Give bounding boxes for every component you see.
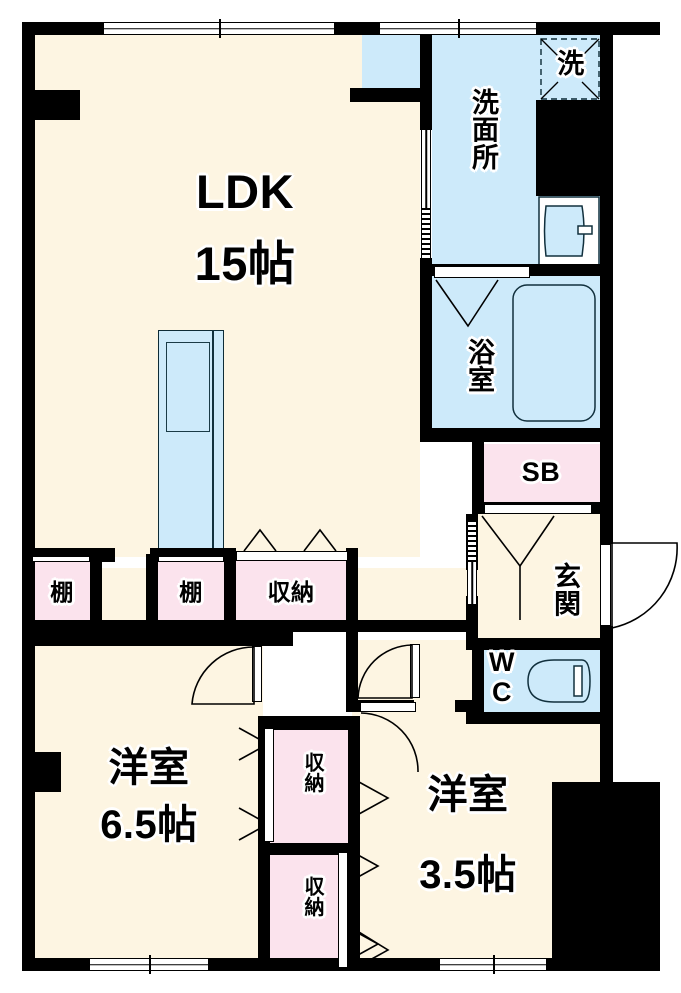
bedroom2-closet-chevrons (358, 781, 390, 967)
shelf-left-door-panel[interactable] (32, 556, 90, 562)
storage-closet-bed1-lower-floor (270, 852, 348, 968)
wall-east-mid (600, 630, 613, 971)
storage-shoe-box-floor (484, 444, 600, 502)
wall-washroom-south-stub (350, 88, 432, 102)
wall-closet-bed1-north (258, 716, 360, 730)
washing-machine-space (540, 38, 600, 100)
window-top-left[interactable] (104, 19, 334, 38)
wall-east-door-jamb-top (600, 530, 613, 544)
wall-east-outer-bottom (613, 782, 660, 971)
room-ldk-floor (35, 22, 420, 557)
wall-bathroom-south (420, 428, 600, 442)
entrance-door-panel[interactable] (600, 544, 611, 626)
ldk-sliding-door[interactable] (421, 130, 431, 208)
hall-door-swing (357, 644, 413, 699)
wall-closet-bed1-mid (258, 843, 360, 855)
wall-shelf-mid-east (224, 554, 236, 628)
closet-ldk-door-panel[interactable] (236, 551, 348, 561)
bedroom1-door-swing (191, 646, 255, 705)
wall-west (22, 22, 35, 971)
room-bedroom1-floor (35, 645, 263, 971)
wall-hatched-strip-2 (467, 520, 477, 562)
bathroom-door-panel[interactable] (434, 266, 530, 278)
wall-east-upper (600, 22, 613, 538)
wall-toilet-south (466, 712, 600, 724)
bedroom2-door-swing (360, 712, 419, 773)
wall-bathroom-west (420, 276, 432, 442)
kitchen-sink (166, 342, 210, 432)
closet-bed1-upper-door-panel[interactable] (264, 728, 274, 842)
wall-shoebox-west (472, 442, 484, 514)
bathroom-door-swing (435, 279, 499, 328)
shelf-mid-door-panel[interactable] (158, 556, 224, 562)
storage-shelf-left-floor (32, 560, 90, 628)
pillar-bedroom1-west (35, 752, 61, 792)
wall-hatched-strip (421, 208, 431, 260)
bedroom2-door-panel[interactable] (360, 702, 416, 712)
closet-bed1-lower-door-panel[interactable] (338, 852, 348, 968)
wall-bedroom2-north-2 (455, 700, 478, 712)
storage-shelf-mid-floor (158, 560, 224, 628)
window-bottom-left[interactable] (90, 955, 208, 974)
window-top-right[interactable] (380, 19, 536, 38)
wall-hall-west (346, 632, 358, 712)
wall-shelf-left-east (90, 554, 102, 628)
wall-east-outer-top (613, 22, 660, 35)
window-bottom-right[interactable] (440, 955, 546, 974)
entrance-hall-sliding-door[interactable] (467, 562, 477, 604)
pillar-ldk-northwest (35, 90, 80, 120)
entrance-folding-lines (481, 515, 555, 620)
pillar-bedroom2-east (552, 782, 600, 958)
hall-door-panel[interactable] (410, 644, 420, 698)
bedroom1-door-panel[interactable] (252, 646, 262, 702)
wall-shelf-mid-west (146, 554, 158, 628)
entrance-door-swing (611, 542, 678, 629)
storage-closet-ldk-floor (236, 560, 346, 628)
wall-bedroom1-north (35, 632, 293, 646)
wall-closet-ldk-east (346, 548, 358, 628)
bathtub (512, 284, 596, 422)
hallway-floor-3 (420, 640, 480, 700)
shoebox-door-panel[interactable] (484, 504, 592, 514)
wall-ldk-washroom-top (420, 35, 432, 130)
wall-storage-row-south (35, 620, 358, 632)
toilet-bowl (527, 659, 591, 703)
storage-closet-bed1-upper-floor (270, 728, 348, 848)
wall-entrance-south (466, 638, 600, 650)
closet-ldk-door-chevrons (243, 528, 337, 552)
vanity-sink (538, 196, 600, 266)
kitchen-counter-divider (212, 330, 214, 558)
pillar-washroom-east (536, 100, 600, 196)
wall-hall-south-right (358, 620, 478, 632)
wall-ldk-washroom-bottom (420, 258, 432, 278)
wall-east-door-jamb-bottom (600, 626, 613, 640)
